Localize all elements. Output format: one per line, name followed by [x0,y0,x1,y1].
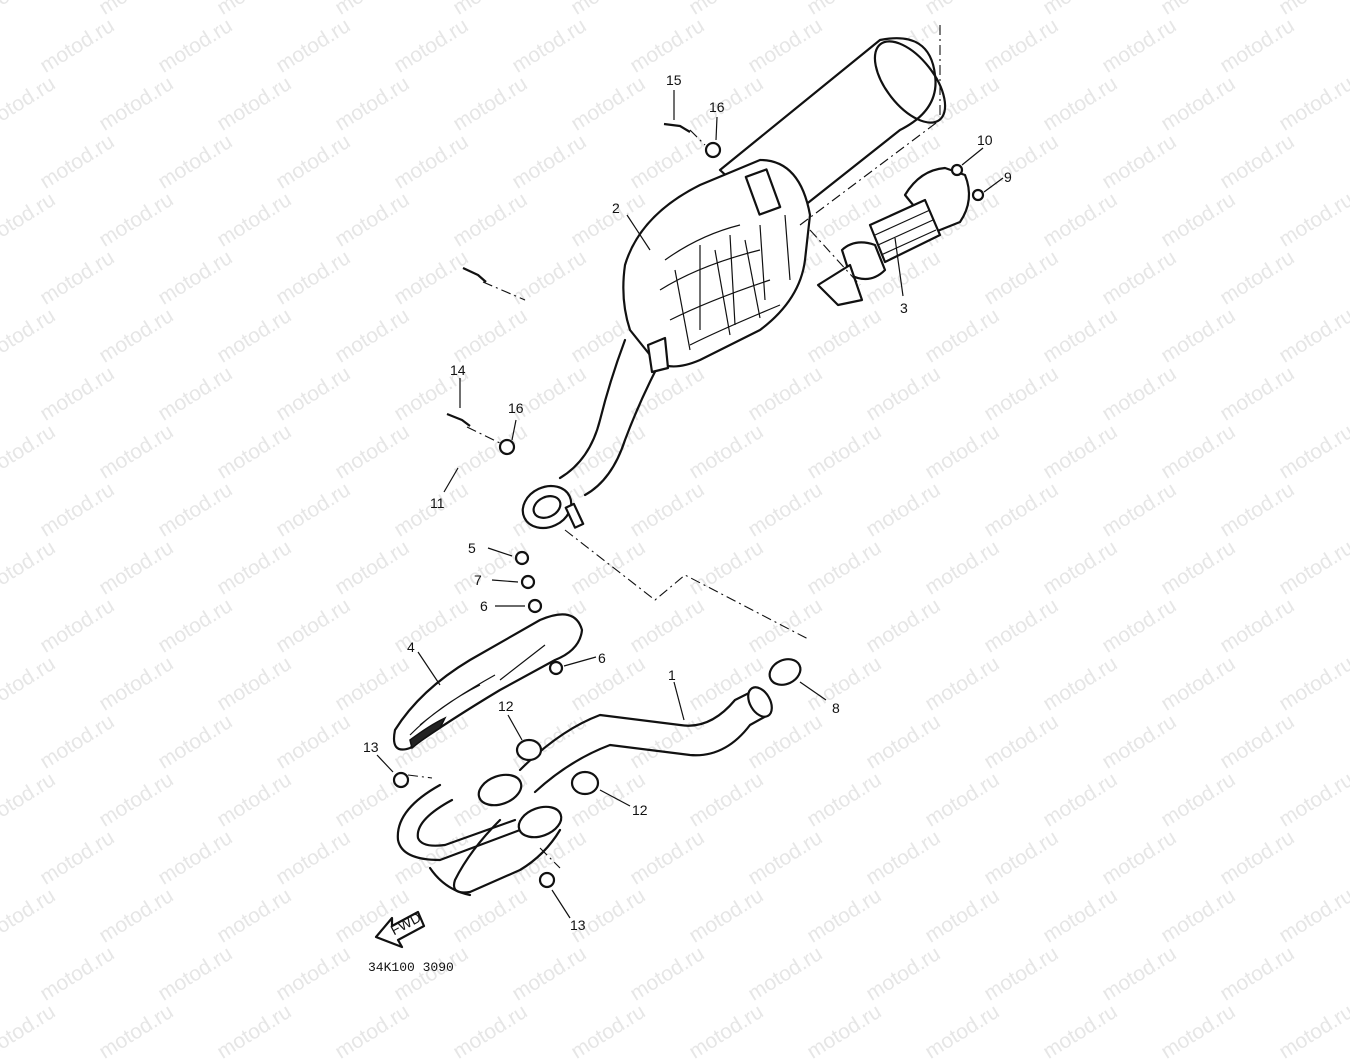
callout-6-lower: 6 [598,650,606,666]
assembly-lines [407,25,941,869]
callout-12-upper: 12 [498,698,514,714]
heat-protector [392,613,584,751]
callout-9: 10 [977,132,993,148]
callout-16-upper: 16 [709,99,725,115]
washer-6-lower [548,660,564,676]
callout-14: 14 [450,362,466,378]
washer-16-upper [704,141,722,159]
bolt-5 [514,550,530,566]
nut-13-lower [538,871,556,889]
bolt-11 [462,267,487,283]
bolt-15 [663,122,691,133]
leader-lines [376,90,1004,919]
exhaust-pipe [396,686,773,897]
callout-4: 4 [407,639,415,655]
callout-2: 2 [612,200,620,216]
drawing-code: 34K100 3090 [368,960,454,975]
callout-6-upper: 6 [480,598,488,614]
diagram-drawing: 15 16 2 3 10 9 14 16 11 5 7 6 6 4 1 12 1… [363,25,1012,975]
screw-8 [971,188,985,202]
spark-arrestor [816,166,971,307]
gasket-12-lower [570,770,600,796]
gasket-10 [768,658,802,686]
callout-10: 8 [832,700,840,716]
gasket-12-upper [515,738,543,762]
nut-7 [520,574,536,590]
callout-11: 11 [430,495,445,511]
bolt-14 [446,412,471,427]
callout-12-lower: 12 [632,802,648,818]
callout-3: 3 [900,300,908,316]
callout-13-upper: 13 [363,739,379,755]
small-parts [392,122,985,889]
washer-9 [950,163,964,177]
callout-13-lower: 13 [570,917,586,933]
callout-7: 7 [474,572,482,588]
callout-15: 15 [666,72,682,88]
forward-arrow: FWD [374,909,426,949]
callout-1: 1 [668,667,676,683]
callout-labels: 15 16 2 3 10 9 14 16 11 5 7 6 6 4 1 12 1… [363,72,1012,933]
nut-13-upper [392,771,410,789]
washer-16-lower [498,438,516,456]
washer-6-upper [527,598,543,614]
muffler [521,37,947,530]
callout-5: 5 [468,540,476,556]
callout-16-lower: 16 [508,400,524,416]
callout-8: 9 [1004,169,1012,185]
